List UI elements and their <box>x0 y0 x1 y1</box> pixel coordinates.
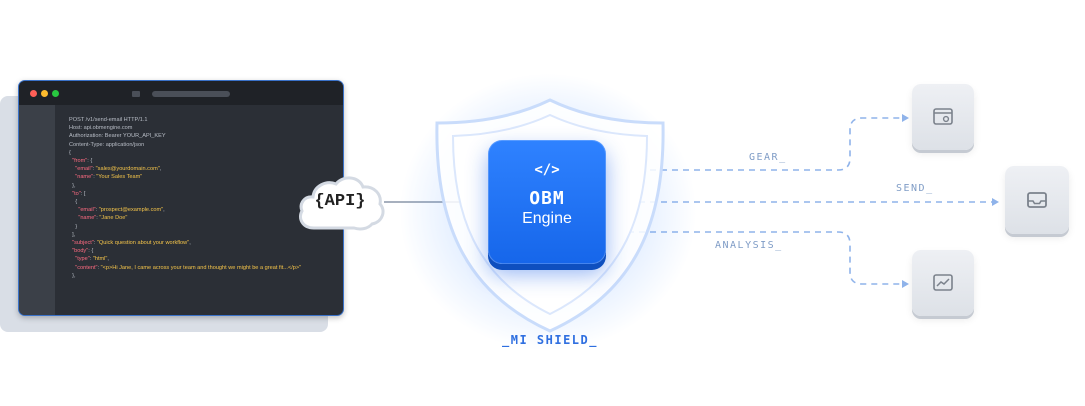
maximize-dot-icon[interactable] <box>52 90 59 97</box>
analysis-label: ANALYSIS_ <box>715 240 783 251</box>
code-icon: </> <box>534 162 560 178</box>
gear-arrowhead <box>902 114 909 122</box>
code-line: "email": "prospect@example.com", <box>78 207 165 214</box>
engine-title: OBM <box>529 188 565 209</box>
analysis-arrowhead <box>902 280 909 288</box>
code-line: "to": [ <box>72 190 86 197</box>
send-arrowhead <box>992 198 999 206</box>
code-line: "subject": "Quick question about your wo… <box>72 240 191 247</box>
send-tile <box>1005 166 1069 234</box>
code-line: "from": { <box>72 158 93 165</box>
gear-tile <box>912 84 974 150</box>
chart-icon <box>933 274 953 291</box>
close-dot-icon[interactable] <box>30 90 37 97</box>
shield-label: _MI SHIELD_ <box>502 333 598 347</box>
code-line: { <box>69 199 78 206</box>
analysis-connector <box>606 231 902 285</box>
code-line: { <box>69 149 71 156</box>
code-line: ], <box>69 231 76 238</box>
code-line: "name": "Your Sales Team" <box>75 174 143 181</box>
address-bar <box>152 91 230 97</box>
code-line: Host: api.obmengine.com <box>69 125 133 132</box>
gear-connector <box>606 117 902 171</box>
code-line: "content": "<p>Hi Jane, I came across yo… <box>75 264 302 271</box>
api-cloud-icon <box>299 176 385 231</box>
gear-label: GEAR_ <box>749 152 787 163</box>
code-line: } <box>69 223 78 230</box>
code-window: POST /v1/send-email HTTP/1.1 Host: api.o… <box>18 80 344 316</box>
code-line: Authorization: Bearer YOUR_API_KEY <box>69 133 166 140</box>
tab-icon <box>132 91 140 97</box>
code-line: }, <box>69 182 76 189</box>
code-line: "email": "sales@yourdomain.com", <box>75 166 162 173</box>
minimize-dot-icon[interactable] <box>41 90 48 97</box>
line-gutter <box>19 105 55 315</box>
api-label: {API} <box>314 192 366 211</box>
code-line: "type": "html", <box>75 256 109 263</box>
send-label: SEND_ <box>896 183 934 194</box>
code-line: "body": { <box>72 248 94 255</box>
obm-engine-block: </> OBM Engine <box>488 140 606 264</box>
code-line: Content-Type: application/json <box>69 141 145 148</box>
engine-subtitle: Engine <box>522 210 572 227</box>
inbox-icon <box>1027 192 1047 208</box>
analysis-tile <box>912 250 974 316</box>
code-line: "name": "Jane Doe" <box>78 215 128 222</box>
settings-window-icon <box>933 108 953 125</box>
http-request-code: POST /v1/send-email HTTP/1.1 Host: api.o… <box>69 116 301 280</box>
code-line: POST /v1/send-email HTTP/1.1 <box>69 117 148 123</box>
code-line: }, <box>69 272 76 279</box>
window-titlebar <box>19 81 343 105</box>
